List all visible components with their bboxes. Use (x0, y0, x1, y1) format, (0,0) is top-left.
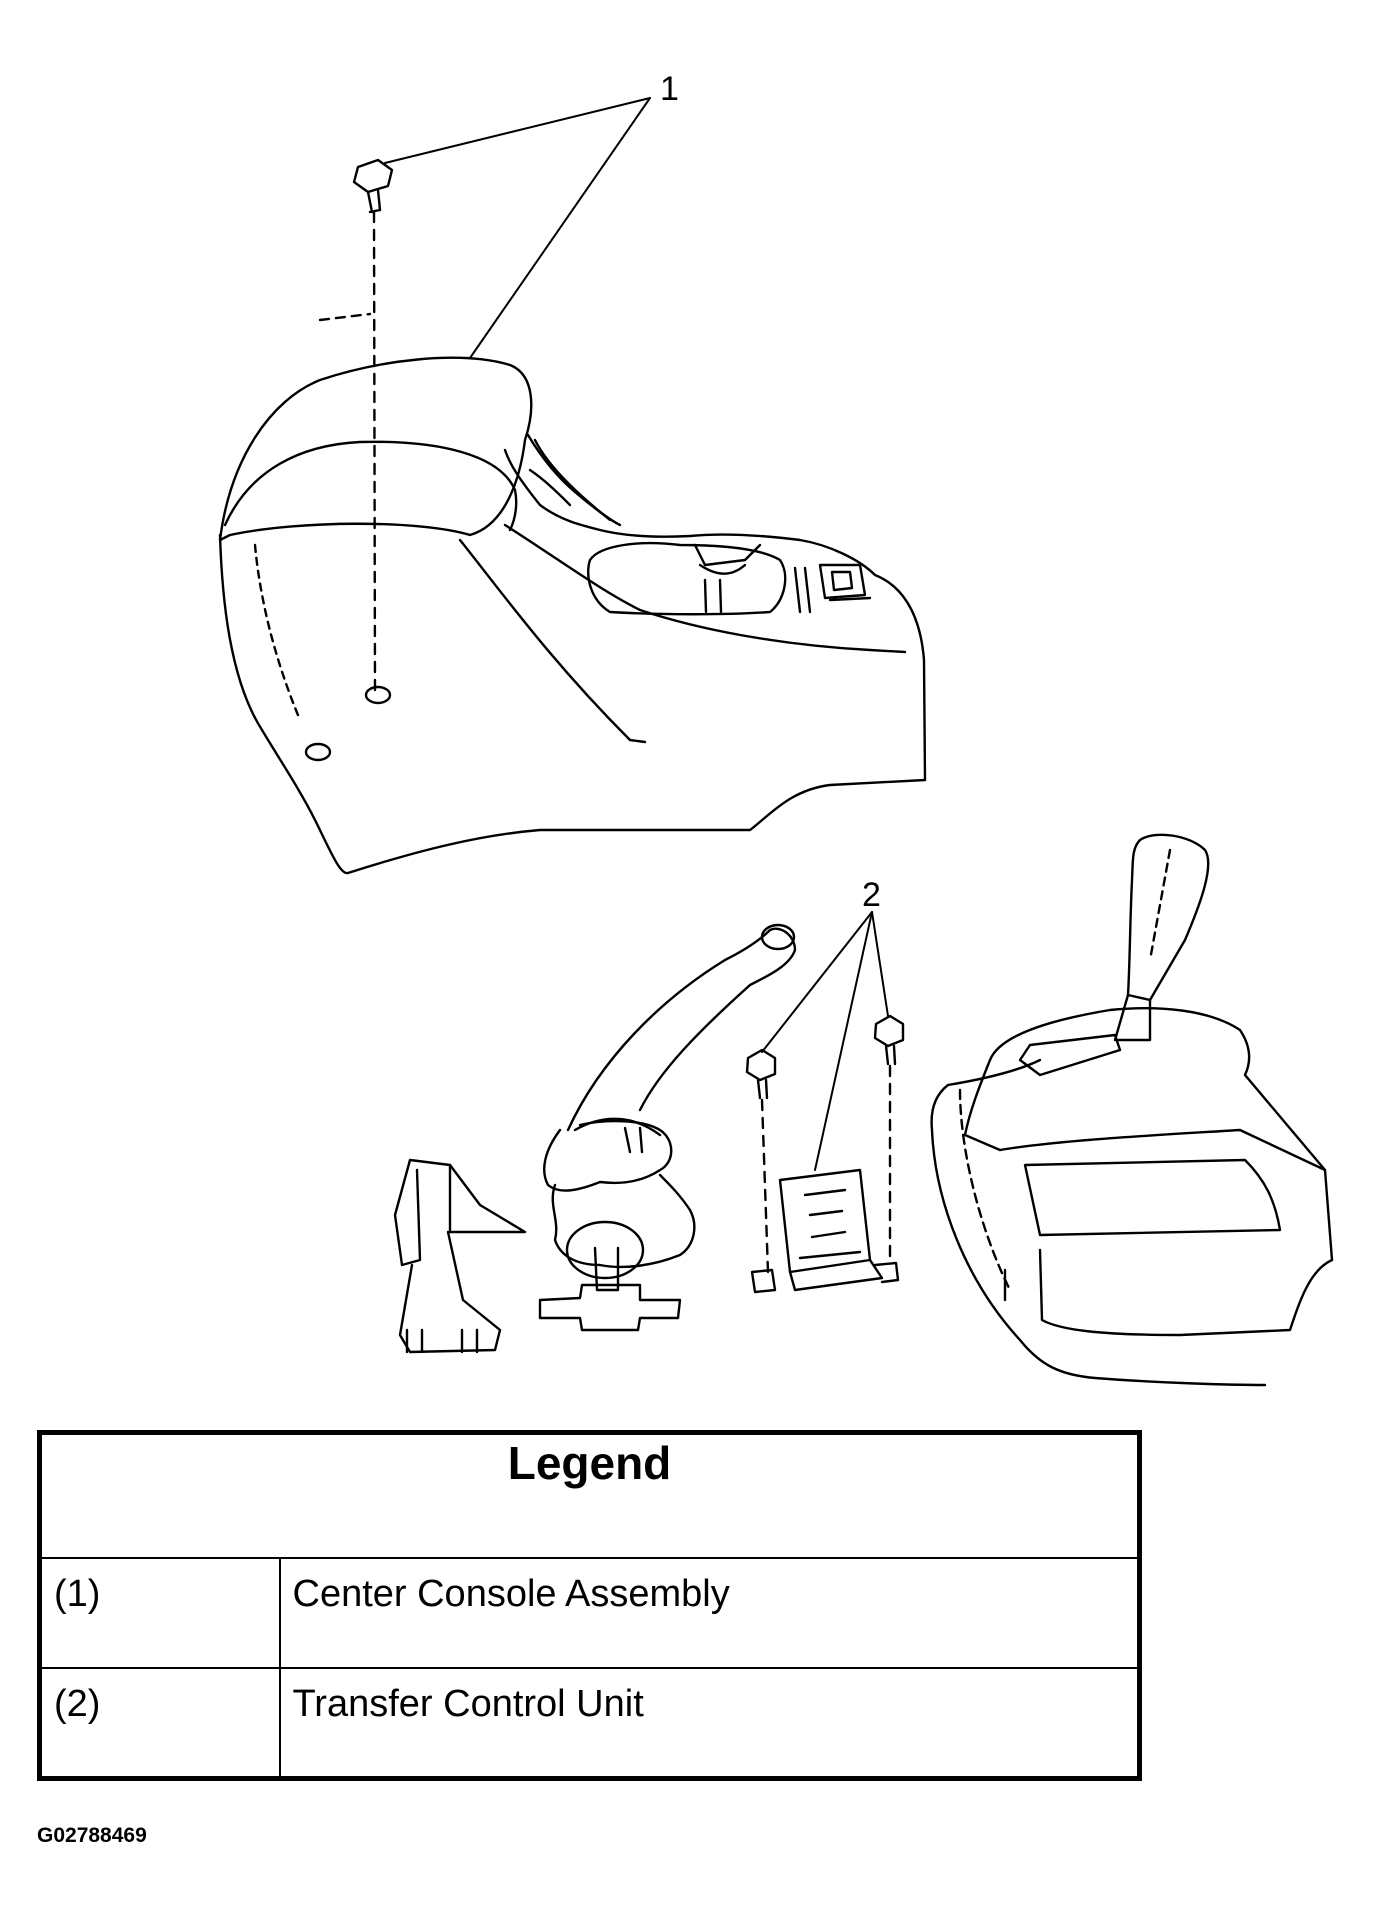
legend-title: Legend (38, 1431, 1141, 1559)
legend-label: Center Console Assembly (278, 1557, 1141, 1669)
figure-id: G02788469 (37, 1824, 147, 1847)
legend-row: (2) Transfer Control Unit (38, 1667, 1141, 1779)
callout-2-label: 2 (862, 876, 881, 914)
exploded-view-diagram: 1 2 (218, 70, 1334, 1387)
callout-leaders (384, 97, 889, 1171)
legend-table: Legend (1) Center Console Assembly (2) T… (37, 1430, 1142, 1781)
callout-1-label: 1 (660, 70, 679, 108)
legend-number: (2) (38, 1667, 281, 1779)
legend-row: (1) Center Console Assembly (38, 1557, 1141, 1669)
transfer-control-area-drawing (393, 833, 1334, 1387)
legend-header-row: Legend (38, 1431, 1141, 1559)
legend-label: Transfer Control Unit (278, 1667, 1141, 1779)
legend-number: (1) (38, 1557, 281, 1669)
center-console-drawing (218, 158, 927, 875)
